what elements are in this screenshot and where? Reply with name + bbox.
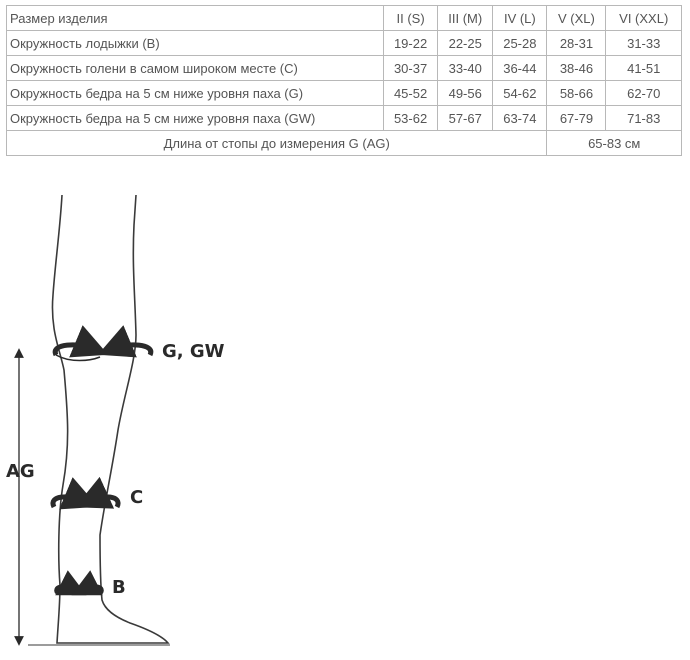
table-row: Окружность лодыжки (B) 19-22 22-25 25-28… — [6, 30, 682, 56]
ankle-measure-icon — [54, 570, 104, 596]
table-cell: 19-22 — [382, 30, 439, 56]
table-cell: 22-25 — [437, 30, 494, 56]
table-cell: 71-83 — [605, 105, 682, 131]
table-cell: 62-70 — [605, 80, 682, 106]
table-row: Окружность голени в самом широком месте … — [6, 55, 682, 81]
table-row: Окружность бедра на 5 см ниже уровня пах… — [6, 105, 682, 131]
leg-illustration: AG G, GW C B — [6, 194, 225, 646]
thigh-measure-icon — [52, 325, 154, 362]
row-label: Окружность голени в самом широком месте … — [6, 55, 384, 81]
table-cell: 31-33 — [605, 30, 682, 56]
table-cell: 28-31 — [546, 30, 607, 56]
header-size-xl: V (XL) — [546, 5, 607, 31]
header-size-xxl: VI (XXL) — [605, 5, 682, 31]
header-size-l: IV (L) — [492, 5, 548, 31]
table-header-row: Размер изделия II (S) III (M) IV (L) V (… — [6, 5, 682, 31]
table-cell: 36-44 — [492, 55, 548, 81]
thigh-label: G, GW — [162, 341, 225, 362]
row-label: Окружность бедра на 5 см ниже уровня пах… — [6, 80, 384, 106]
table-cell: 58-66 — [546, 80, 607, 106]
table-cell: 25-28 — [492, 30, 548, 56]
table-cell: 49-56 — [437, 80, 494, 106]
table-cell: 67-79 — [546, 105, 607, 131]
row-label: Окружность лодыжки (B) — [6, 30, 384, 56]
table-cell: 45-52 — [382, 80, 439, 106]
table-cell: 41-51 — [605, 55, 682, 81]
table-cell: 57-67 — [437, 105, 494, 131]
length-label-ag: AG — [6, 461, 35, 482]
header-size-m: III (M) — [437, 5, 494, 31]
leg-outline — [51, 194, 170, 644]
header-size-s: II (S) — [382, 5, 439, 31]
table-cell: 38-46 — [546, 55, 607, 81]
table-cell: 33-40 — [437, 55, 494, 81]
table-row: Окружность бедра на 5 см ниже уровня пах… — [6, 80, 682, 106]
table-cell: 53-62 — [382, 105, 439, 131]
calf-measure-icon — [50, 476, 121, 510]
leg-measurement-diagram: AG G, GW C B — [0, 185, 260, 660]
table-cell: 54-62 — [492, 80, 548, 106]
length-value: 65-83 см — [546, 130, 682, 156]
ankle-label: B — [112, 577, 126, 598]
calf-label: C — [130, 487, 143, 508]
row-label: Окружность бедра на 5 см ниже уровня пах… — [6, 105, 384, 131]
header-size-label: Размер изделия — [6, 5, 384, 31]
table-footer-row: Длина от стопы до измерения G (AG) 65-83… — [5, 130, 682, 156]
table-cell: 63-74 — [492, 105, 548, 131]
table-cell: 30-37 — [382, 55, 439, 81]
size-chart-table: Размер изделия II (S) III (M) IV (L) V (… — [5, 5, 682, 156]
length-label: Длина от стопы до измерения G (AG) — [5, 130, 548, 156]
